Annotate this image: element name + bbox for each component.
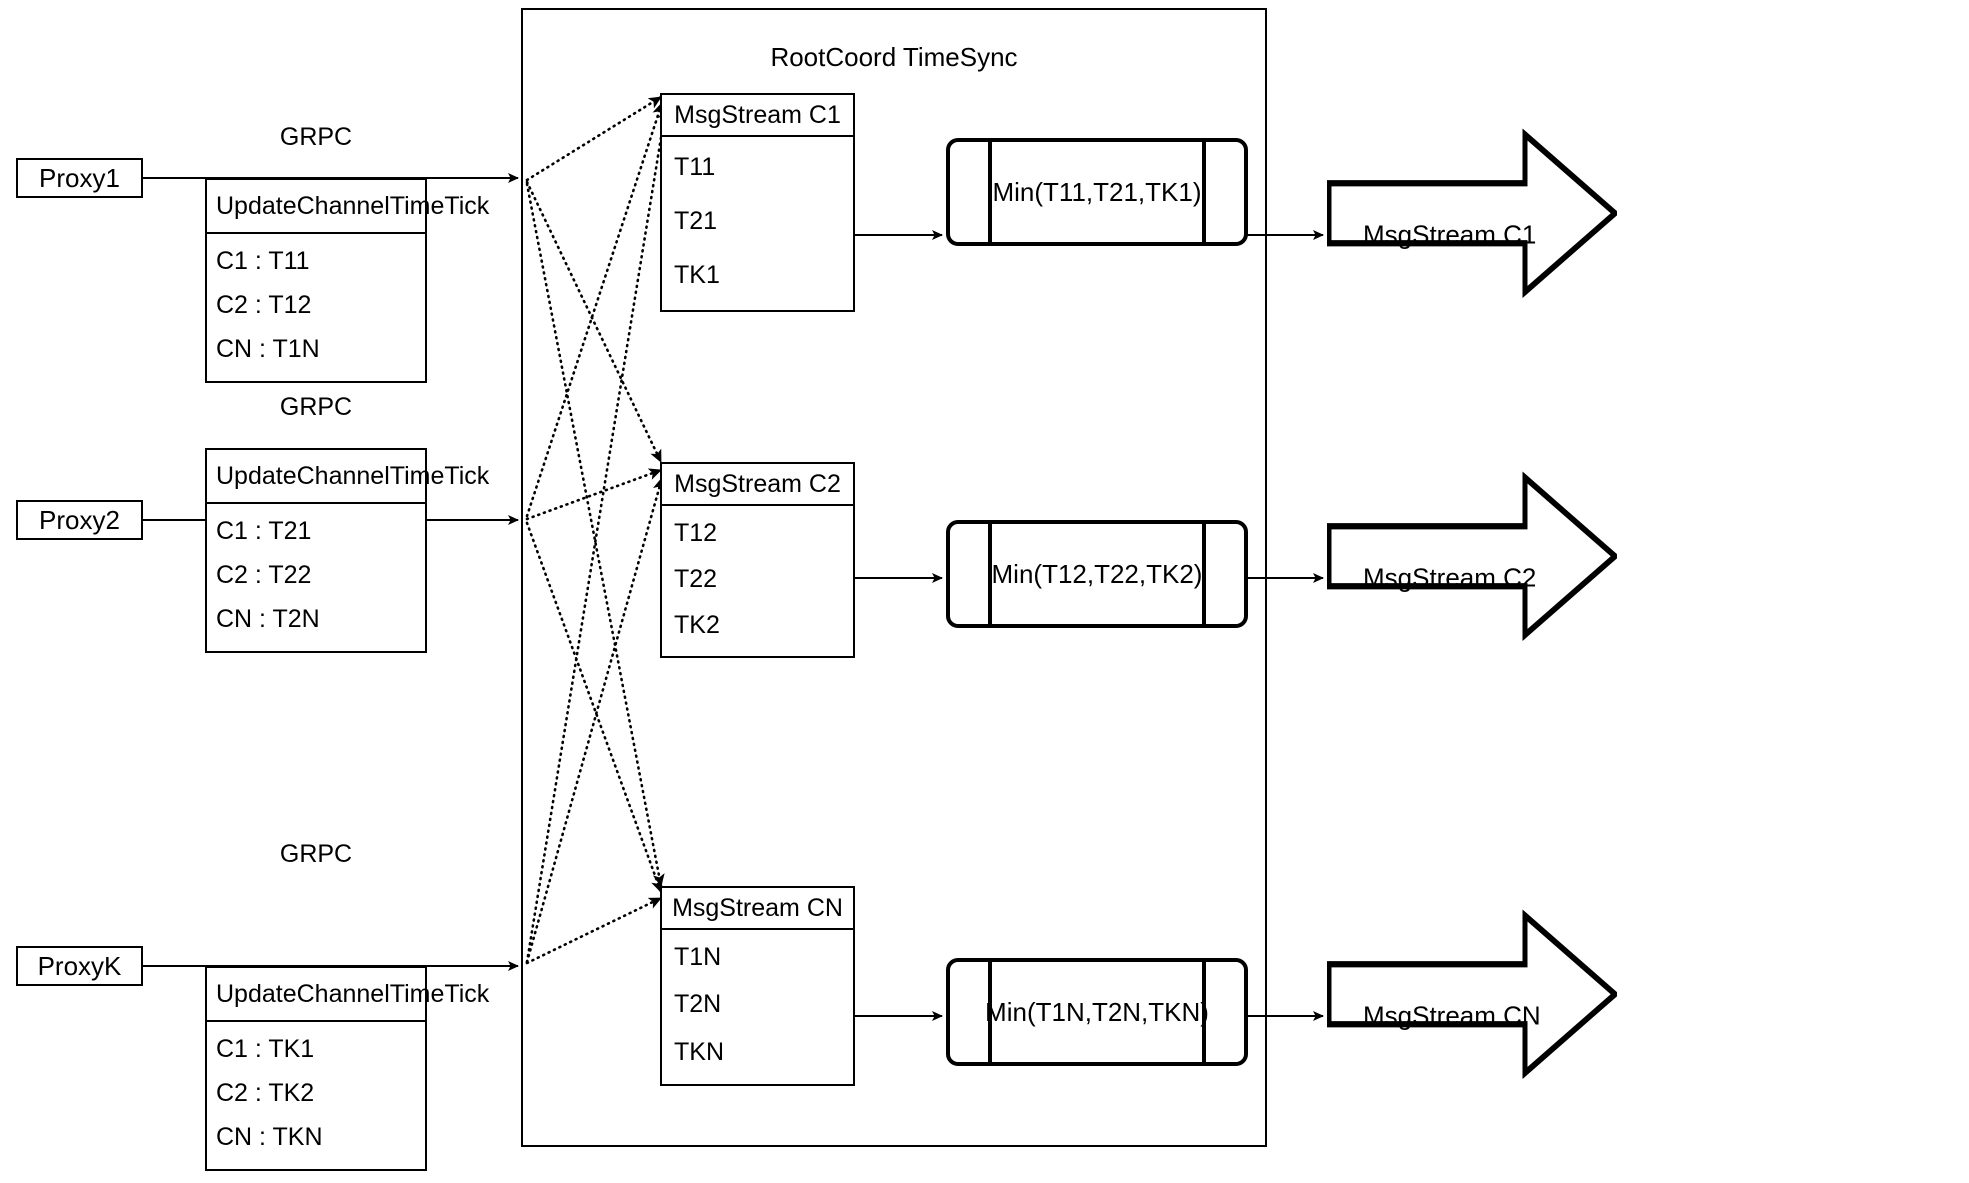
min-label: Min(T1N,T2N,TKN) [985,996,1209,1027]
process-bar-left [988,961,992,1063]
timetick-table-k: UpdateChannelTimeTick C1 : TK1 C2 : TK2 … [205,966,489,1171]
output-arrow-c2: MsgStream C2 [1326,463,1620,693]
msgstream-row: TKN [674,1037,724,1066]
rootcoord-timesync-container [521,8,1267,1147]
output-arrow-label: MsgStream C1 [1363,219,1537,250]
timetick-row: C1 : T11 [216,247,310,276]
timetick-header: UpdateChannelTimeTick [207,450,489,504]
min-to-output-connectors [1240,230,1324,1021]
msgstream-table-cn: MsgStream CN T1N T2N TKN [660,886,855,1086]
process-bar-right [1202,523,1206,625]
msgstream-rows: T11 T21 TK1 [662,137,853,310]
process-bar-right [1202,961,1206,1063]
msgstream-row: T1N [674,943,722,972]
grpc-label-2: GRPC [279,393,353,421]
dispatch-p1-cn [525,182,665,888]
output-arrow-c1: MsgStream C1 [1326,120,1620,350]
msgstream-rows: T1N T2N TKN [662,930,853,1084]
stream-to-min-connectors [855,230,943,1021]
timetick-table-2: UpdateChannelTimeTick C1 : T21 C2 : T22 … [205,448,489,653]
msgstream-table-c1: MsgStream C1 T11 T21 TK1 [660,93,855,312]
dispatch-p1-c1 [525,95,663,182]
timetick-row: CN : TKN [216,1122,323,1151]
output-arrow-label: MsgStream C2 [1363,562,1537,593]
msgstream-row: T12 [674,518,718,547]
timetick-dispatch-connectors [525,95,670,965]
proxy-label: ProxyK [37,951,122,981]
dispatch-p1-c2 [525,180,663,464]
msgstream-row: T22 [674,564,718,593]
msgstream-header: MsgStream CN [662,888,853,930]
msgstream-rows: T12 T22 TK2 [662,506,853,656]
process-bar-right [1202,141,1206,243]
dispatch-pk-cn [525,896,663,965]
timetick-rows: C1 : TK1 C2 : TK2 CN : TKN [207,1022,425,1169]
min-label: Min(T12,T22,TK2) [991,558,1203,589]
grpc-label-k: GRPC [279,840,353,868]
grpc-label-1: GRPC [279,123,353,151]
block-arrow-shape [1326,909,1620,1080]
msgstream-header: MsgStream C1 [662,95,853,137]
timetick-row: C1 : TK1 [216,1035,315,1064]
min-label: Min(T11,T21,TK1) [992,176,1202,207]
dispatch-pk-c2 [525,476,665,964]
output-arrow-cn: MsgStream CN [1326,901,1620,1131]
timetick-table-1: UpdateChannelTimeTick C1 : T11 C2 : T12 … [205,178,489,383]
block-arrow-shape [1326,128,1620,299]
proxy-box-1[interactable]: Proxy1 [16,158,143,198]
dispatch-p2-c1 [525,101,664,518]
proxy-label: Proxy2 [39,505,120,535]
timetick-row: C2 : T12 [216,290,312,319]
dispatch-p2-c2 [525,468,663,521]
timetick-header: UpdateChannelTimeTick [207,968,489,1022]
dispatch-p2-cn [525,521,663,894]
timetick-row: CN : T1N [216,334,320,363]
dispatch-pk-c1 [525,105,670,964]
rootcoord-timesync-title: RootCoord TimeSync [770,42,1018,72]
msgstream-row: TK1 [674,260,720,289]
timetick-row: C1 : T21 [216,517,312,546]
msgstream-table-c2: MsgStream C2 T12 T22 TK2 [660,462,855,658]
msgstream-row: TK2 [674,610,720,639]
msgstream-row: T2N [674,990,722,1019]
timetick-row: CN : T2N [216,604,320,633]
msgstream-header: MsgStream C2 [662,464,853,506]
msgstream-row: T11 [674,153,716,182]
timetick-rows: C1 : T11 C2 : T12 CN : T1N [207,234,425,381]
proxy-label: Proxy1 [39,163,120,193]
timetick-header: UpdateChannelTimeTick [207,180,489,234]
process-bar-left [988,523,992,625]
msgstream-row: T21 [674,206,718,235]
min-process-cn: Min(T1N,T2N,TKN) [946,958,1248,1066]
timetick-row: C2 : TK2 [216,1078,315,1107]
min-process-c2: Min(T12,T22,TK2) [946,520,1248,628]
timetick-row: C2 : T22 [216,560,312,589]
process-bar-left [988,141,992,243]
proxy-box-k[interactable]: ProxyK [16,946,143,986]
output-arrow-label: MsgStream CN [1363,1000,1541,1031]
block-arrow-shape [1326,471,1620,642]
timetick-rows: C1 : T21 C2 : T22 CN : T2N [207,504,425,651]
proxy-box-2[interactable]: Proxy2 [16,500,143,540]
min-process-c1: Min(T11,T21,TK1) [946,138,1248,246]
